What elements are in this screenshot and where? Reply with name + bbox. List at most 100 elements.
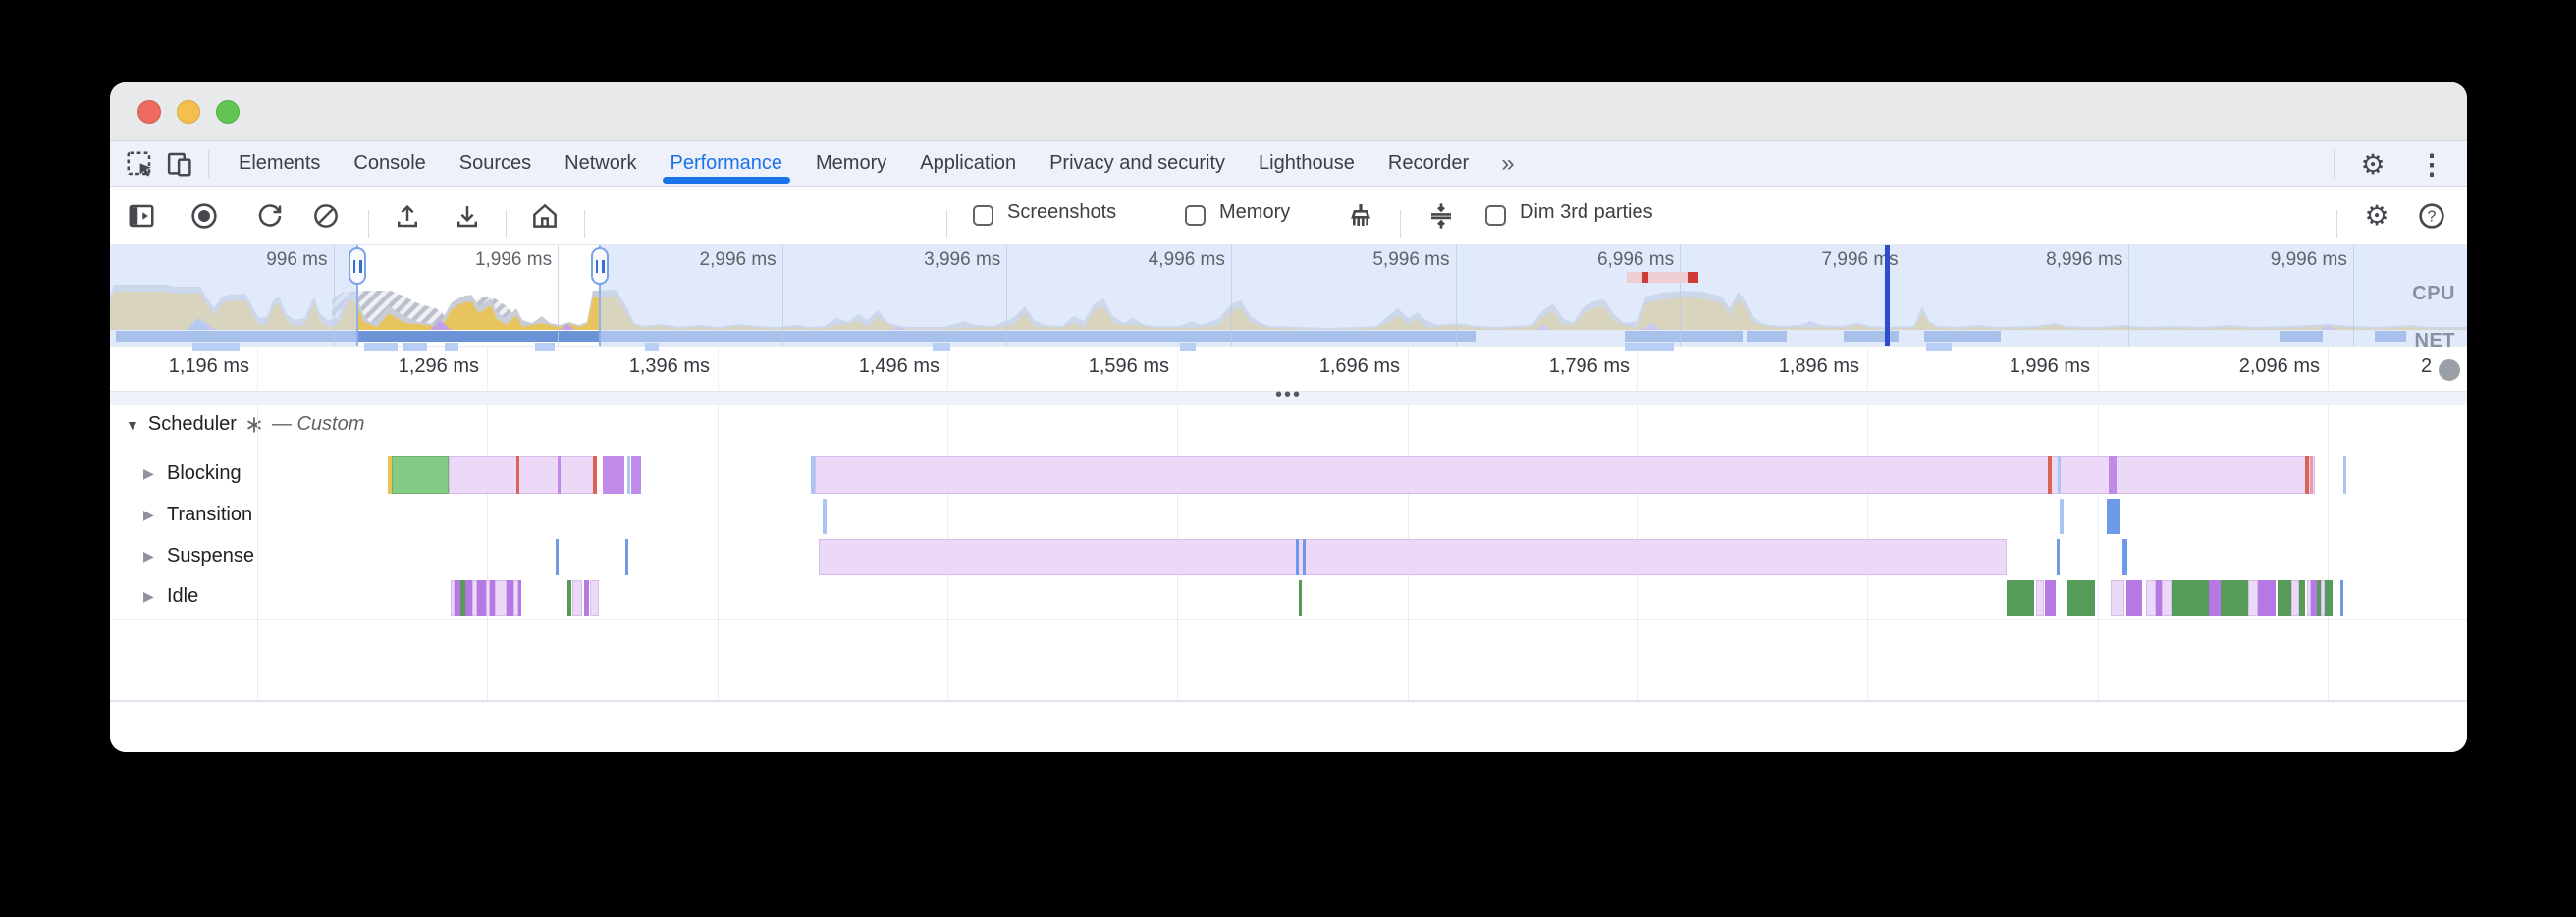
flame-bar-blocking[interactable] xyxy=(815,456,2315,494)
flame-bar-suspense[interactable] xyxy=(556,539,559,575)
flame-bar-suspense[interactable] xyxy=(2122,539,2127,575)
flame-bar-idle[interactable] xyxy=(2258,580,2276,616)
flame-bar-idle[interactable] xyxy=(507,580,513,616)
flame-bar-idle[interactable] xyxy=(2317,580,2321,616)
flame-bar-blocking[interactable] xyxy=(603,456,624,494)
selection-handle-right[interactable] xyxy=(591,247,609,285)
flame-bar-idle[interactable] xyxy=(2146,580,2156,616)
flame-bar-idle[interactable] xyxy=(455,580,460,616)
flame-bar-idle[interactable] xyxy=(2045,580,2056,616)
flame-bar-idle[interactable] xyxy=(2209,580,2221,616)
flame-bar-idle[interactable] xyxy=(2325,580,2333,616)
download-profile-icon[interactable] xyxy=(450,198,485,234)
flame-bar-idle[interactable] xyxy=(2221,580,2248,616)
flame-bar-idle[interactable] xyxy=(2172,580,2209,616)
row-label-blocking[interactable]: Blocking xyxy=(167,461,242,484)
flame-bar-blocking[interactable] xyxy=(2343,456,2346,494)
flame-bar-idle[interactable] xyxy=(2340,580,2343,616)
upload-profile-icon[interactable] xyxy=(390,198,425,234)
more-tabs-button[interactable]: » xyxy=(1501,149,1515,177)
row-expand-caret-icon[interactable]: ▶ xyxy=(143,588,154,604)
flame-bar-blocking[interactable] xyxy=(2305,456,2309,494)
flame-bar-blocking[interactable] xyxy=(392,456,449,494)
row-label-idle[interactable]: Idle xyxy=(167,585,199,607)
flame-bar-transition[interactable] xyxy=(823,499,827,534)
minimize-window-button[interactable] xyxy=(177,100,200,124)
reload-record-icon[interactable] xyxy=(252,198,288,234)
flame-bar-suspense[interactable] xyxy=(1296,539,1299,575)
flame-bar-transition[interactable] xyxy=(2107,499,2120,534)
flame-bar-idle[interactable] xyxy=(572,580,582,616)
row-expand-caret-icon[interactable]: ▶ xyxy=(143,547,154,564)
maximize-window-button[interactable] xyxy=(216,100,240,124)
close-window-button[interactable] xyxy=(137,100,161,124)
flame-bar-idle[interactable] xyxy=(2248,580,2258,616)
inspect-element-icon[interactable] xyxy=(122,146,157,182)
flame-bar-idle[interactable] xyxy=(2321,580,2325,616)
help-icon[interactable]: ? xyxy=(2414,198,2449,234)
flame-bar-idle[interactable] xyxy=(513,580,518,616)
overview-curtain-right[interactable] xyxy=(600,245,2467,346)
flame-bar-transition[interactable] xyxy=(2060,499,2064,534)
collapse-caret-icon[interactable]: ▼ xyxy=(126,416,139,433)
tab-elements[interactable]: Elements xyxy=(239,152,321,174)
flame-bar-idle[interactable] xyxy=(2162,580,2172,616)
flame-bar-blocking[interactable] xyxy=(516,456,519,494)
row-expand-caret-icon[interactable]: ▶ xyxy=(143,507,154,522)
flame-bar-idle[interactable] xyxy=(2156,580,2162,616)
flame-bar-blocking[interactable] xyxy=(2310,456,2313,494)
panel-splitter[interactable]: ••• xyxy=(110,385,2467,405)
flame-bar-blocking[interactable] xyxy=(2048,456,2052,494)
flame-bar-idle[interactable] xyxy=(490,580,495,616)
selection-handle-left[interactable] xyxy=(349,247,366,285)
flame-bar-blocking[interactable] xyxy=(2109,456,2117,494)
flame-bar-idle[interactable] xyxy=(2311,580,2317,616)
flame-bar-blocking[interactable] xyxy=(2058,456,2061,494)
collapse-tracks-icon[interactable] xyxy=(1423,198,1459,234)
flame-bar-idle[interactable] xyxy=(2299,580,2305,616)
row-label-transition[interactable]: Transition xyxy=(167,504,253,525)
flame-bar-idle[interactable] xyxy=(590,580,599,616)
flame-bar-blocking[interactable] xyxy=(631,456,641,494)
flame-bar-idle[interactable] xyxy=(2126,580,2142,616)
flame-bar-idle[interactable] xyxy=(584,580,589,616)
flame-bar-blocking[interactable] xyxy=(811,456,815,494)
tab-performance[interactable]: Performance xyxy=(654,141,800,186)
tab-application[interactable]: Application xyxy=(920,152,1017,174)
flame-bar-blocking[interactable] xyxy=(558,456,561,494)
tab-recorder[interactable]: Recorder xyxy=(1387,152,1470,174)
dim-3rd-parties-checkbox[interactable] xyxy=(1485,205,1506,226)
screenshots-checkbox[interactable] xyxy=(973,205,993,226)
flame-bar-idle[interactable] xyxy=(495,580,507,616)
flame-bar-suspense[interactable] xyxy=(819,539,2007,575)
toggle-sidebar-icon[interactable] xyxy=(124,198,159,234)
clear-icon[interactable] xyxy=(308,198,344,234)
memory-checkbox[interactable] xyxy=(1185,205,1206,226)
tab-sources[interactable]: Sources xyxy=(458,152,532,174)
flame-bar-blocking[interactable] xyxy=(627,456,630,494)
capture-settings-gear-icon[interactable]: ⚙ xyxy=(2364,199,2389,231)
tab-memory[interactable]: Memory xyxy=(816,152,887,174)
row-expand-caret-icon[interactable]: ▶ xyxy=(143,464,154,481)
scrollbar-thumb-dot[interactable] xyxy=(2439,359,2460,381)
flame-bar-idle[interactable] xyxy=(2307,580,2311,616)
device-toolbar-icon[interactable] xyxy=(163,146,198,182)
flame-bar-suspense[interactable] xyxy=(1303,539,1306,575)
flame-bar-idle[interactable] xyxy=(477,580,486,616)
overview-curtain-left[interactable] xyxy=(110,245,357,346)
flame-bar-idle[interactable] xyxy=(567,580,571,616)
tab-console[interactable]: Console xyxy=(353,152,426,174)
flame-bar-suspense[interactable] xyxy=(625,539,628,575)
row-label-suspense[interactable]: Suspense xyxy=(167,544,254,566)
flame-bar-idle[interactable] xyxy=(465,580,472,616)
flame-bar-idle[interactable] xyxy=(486,580,490,616)
tab-lighthouse[interactable]: Lighthouse xyxy=(1259,152,1355,174)
tab-network[interactable]: Network xyxy=(564,152,637,174)
flame-bar-blocking[interactable] xyxy=(449,456,594,494)
flame-bar-idle[interactable] xyxy=(518,580,521,616)
flame-bar-idle[interactable] xyxy=(2291,580,2299,616)
flame-bar-idle[interactable] xyxy=(2111,580,2124,616)
track-header-scheduler[interactable]: ▼ Scheduler — Custom xyxy=(126,413,364,436)
